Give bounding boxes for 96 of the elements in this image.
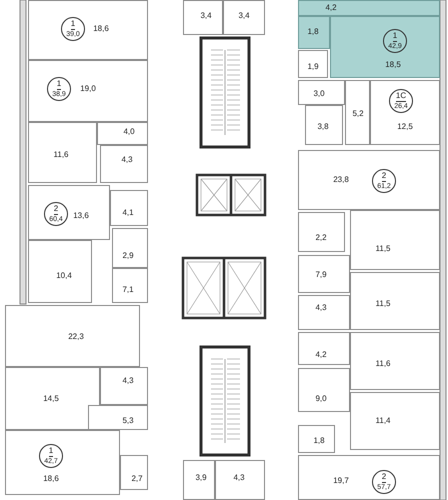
room-outline <box>5 305 140 367</box>
room-count: 1 <box>48 447 54 457</box>
room-area: 4,0 <box>123 128 135 136</box>
room-area: 5,3 <box>122 417 134 425</box>
room-outline <box>28 240 92 303</box>
apartment-badge <box>44 202 68 226</box>
room-area: 3,0 <box>313 90 325 98</box>
room-outline <box>298 212 345 252</box>
room-outline <box>350 392 440 450</box>
room-area: 1,8 <box>313 437 325 445</box>
room-outline <box>298 425 335 453</box>
room-outline <box>28 0 148 60</box>
room-outline <box>88 405 148 430</box>
room-area: 11,4 <box>376 417 390 425</box>
room-area: 3,8 <box>317 123 329 131</box>
room-outline <box>5 367 100 430</box>
room-area: 4,3 <box>122 377 134 385</box>
room-outline <box>345 80 370 145</box>
room-outline <box>298 50 328 78</box>
apartment-badge <box>39 444 63 468</box>
room-outline <box>330 16 440 78</box>
room-outline <box>298 80 345 105</box>
room-outline <box>305 105 343 145</box>
room-outline <box>112 268 148 303</box>
room-area: 11,5 <box>376 245 390 253</box>
room-area: 1,9 <box>307 63 319 71</box>
room-outline <box>298 150 440 210</box>
room-area: 4,1 <box>122 209 134 217</box>
apartment-badge <box>372 169 396 193</box>
room-area: 19,0 <box>80 85 96 93</box>
room-outline <box>298 368 350 412</box>
room-outline <box>110 190 148 226</box>
room-count: 2 <box>54 205 58 215</box>
room-area: 12,5 <box>397 123 413 131</box>
room-outline <box>28 60 148 122</box>
room-outline <box>298 332 350 365</box>
apartment-badge <box>372 470 396 494</box>
room-outline <box>350 332 440 390</box>
room-outline <box>223 0 265 35</box>
room-outline <box>298 295 350 330</box>
room-area: 11,6 <box>376 360 390 368</box>
room-area: 19,7 <box>333 477 349 485</box>
apartment-badge <box>383 29 407 53</box>
room-outline <box>100 145 148 183</box>
room-area: 14,5 <box>43 395 59 403</box>
room-count: 1 <box>56 80 62 90</box>
room-area: 11,6 <box>54 151 68 159</box>
room-count: 1 <box>70 20 76 30</box>
room-area: 11,5 <box>376 300 390 308</box>
room-outline <box>5 430 120 495</box>
room-area: 4,3 <box>233 474 245 482</box>
room-outline <box>298 455 440 500</box>
room-outline <box>112 228 148 268</box>
room-outline <box>215 460 265 500</box>
room-outline <box>28 185 110 240</box>
apartment-badge <box>47 77 71 101</box>
apartment-badge <box>61 17 85 41</box>
room-area: 2,9 <box>122 252 134 260</box>
room-count: 1C <box>396 92 406 102</box>
room-outline <box>298 16 330 49</box>
room-outline <box>28 122 97 183</box>
room-outline <box>183 460 215 500</box>
room-area: 18,5 <box>385 61 401 69</box>
room-area: 9,0 <box>315 395 327 403</box>
room-area: 10,4 <box>56 272 72 280</box>
room-outline <box>350 272 440 330</box>
room-area: 18,6 <box>93 25 109 33</box>
room-count: 2 <box>382 172 386 182</box>
room-outline <box>100 367 148 405</box>
room-area: 4,2 <box>315 351 327 359</box>
room-area: 2,2 <box>315 234 327 242</box>
room-area: 5,2 <box>352 110 364 118</box>
room-count: 2 <box>382 473 386 483</box>
room-area: 4,3 <box>121 156 133 164</box>
room-area: 2,7 <box>131 475 143 483</box>
room-area: 7,1 <box>122 286 134 294</box>
room-outline <box>370 80 440 145</box>
room-area: 3,4 <box>200 12 212 20</box>
room-area: 3,9 <box>195 474 207 482</box>
room-outline <box>350 210 440 270</box>
apartment-badge <box>389 89 413 113</box>
room-area: 18,6 <box>43 475 59 483</box>
room-outline <box>97 122 148 145</box>
room-area: 13,6 <box>73 212 89 220</box>
room-outline <box>298 255 350 293</box>
room-area: 7,9 <box>315 271 327 279</box>
room-area: 1,8 <box>307 28 319 36</box>
room-count: 1 <box>392 32 398 42</box>
room-area: 4,2 <box>325 4 337 12</box>
room-outline <box>298 0 440 16</box>
room-area: 4,3 <box>315 304 327 312</box>
room-outline <box>183 0 223 35</box>
room-area: 22,3 <box>68 333 84 341</box>
room-area: 3,4 <box>238 12 250 20</box>
room-outline <box>120 455 148 490</box>
room-area: 23,8 <box>333 176 349 184</box>
